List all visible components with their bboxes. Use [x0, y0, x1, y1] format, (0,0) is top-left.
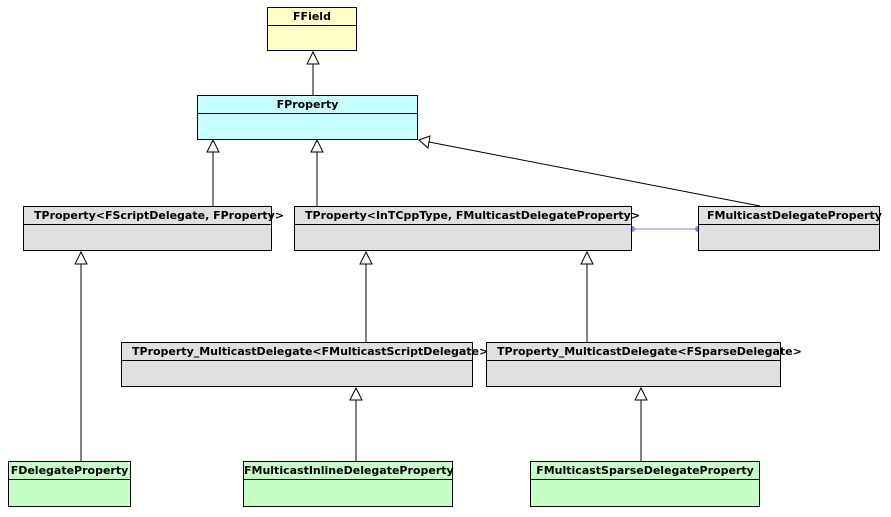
inheritance-arrowhead	[359, 250, 373, 265]
class-fmulticastsparsedelegateproperty[interactable]: FMulticastSparseDelegateProperty	[530, 461, 760, 507]
class-tproperty-intcpptype[interactable]: TProperty<InTCppType, FMulticastDelegate…	[294, 206, 640, 251]
inheritance-arrowhead	[74, 250, 88, 265]
class-name: TProperty_MulticastDelegate<FSparseDeleg…	[487, 343, 802, 361]
class-name: FDelegateProperty	[9, 462, 130, 480]
class-name: TProperty_MulticastDelegate<FMulticastSc…	[122, 343, 488, 361]
inheritance-arrowhead	[418, 135, 431, 149]
class-tproperty-multicast-sparse[interactable]: TProperty_MulticastDelegate<FSparseDeleg…	[486, 342, 802, 387]
class-name: FField	[268, 8, 356, 26]
class-name: TProperty<FScriptDelegate, FProperty>	[24, 207, 284, 225]
class-fdelegateproperty[interactable]: FDelegateProperty	[8, 461, 131, 507]
class-name: FProperty	[198, 96, 417, 114]
class-name: FMulticastDelegateProperty	[699, 207, 882, 225]
class-fmulticastdelegateproperty[interactable]: FMulticastDelegateProperty	[698, 206, 882, 251]
class-name: FMulticastSparseDelegateProperty	[531, 462, 759, 480]
inheritance-arrowhead	[580, 250, 594, 265]
class-tproperty-multicast-script[interactable]: TProperty_MulticastDelegate<FMulticastSc…	[121, 342, 488, 387]
inheritance-edge	[428, 141, 761, 207]
class-name: TProperty<InTCppType, FMulticastDelegate…	[295, 207, 640, 225]
class-fmulticastinlinedelegateproperty[interactable]: FMulticastInlineDelegateProperty	[243, 461, 454, 507]
class-ffield[interactable]: FField	[267, 7, 357, 51]
class-fproperty[interactable]: FProperty	[197, 95, 418, 140]
inheritance-arrowhead	[349, 386, 363, 401]
inheritance-arrowhead	[306, 50, 320, 65]
inheritance-arrowhead	[310, 138, 324, 153]
class-tproperty-fscriptdelegate[interactable]: TProperty<FScriptDelegate, FProperty>	[23, 206, 284, 251]
inheritance-arrowhead	[206, 138, 220, 153]
inheritance-arrowhead	[634, 386, 648, 401]
class-name: FMulticastInlineDelegateProperty	[244, 462, 454, 480]
